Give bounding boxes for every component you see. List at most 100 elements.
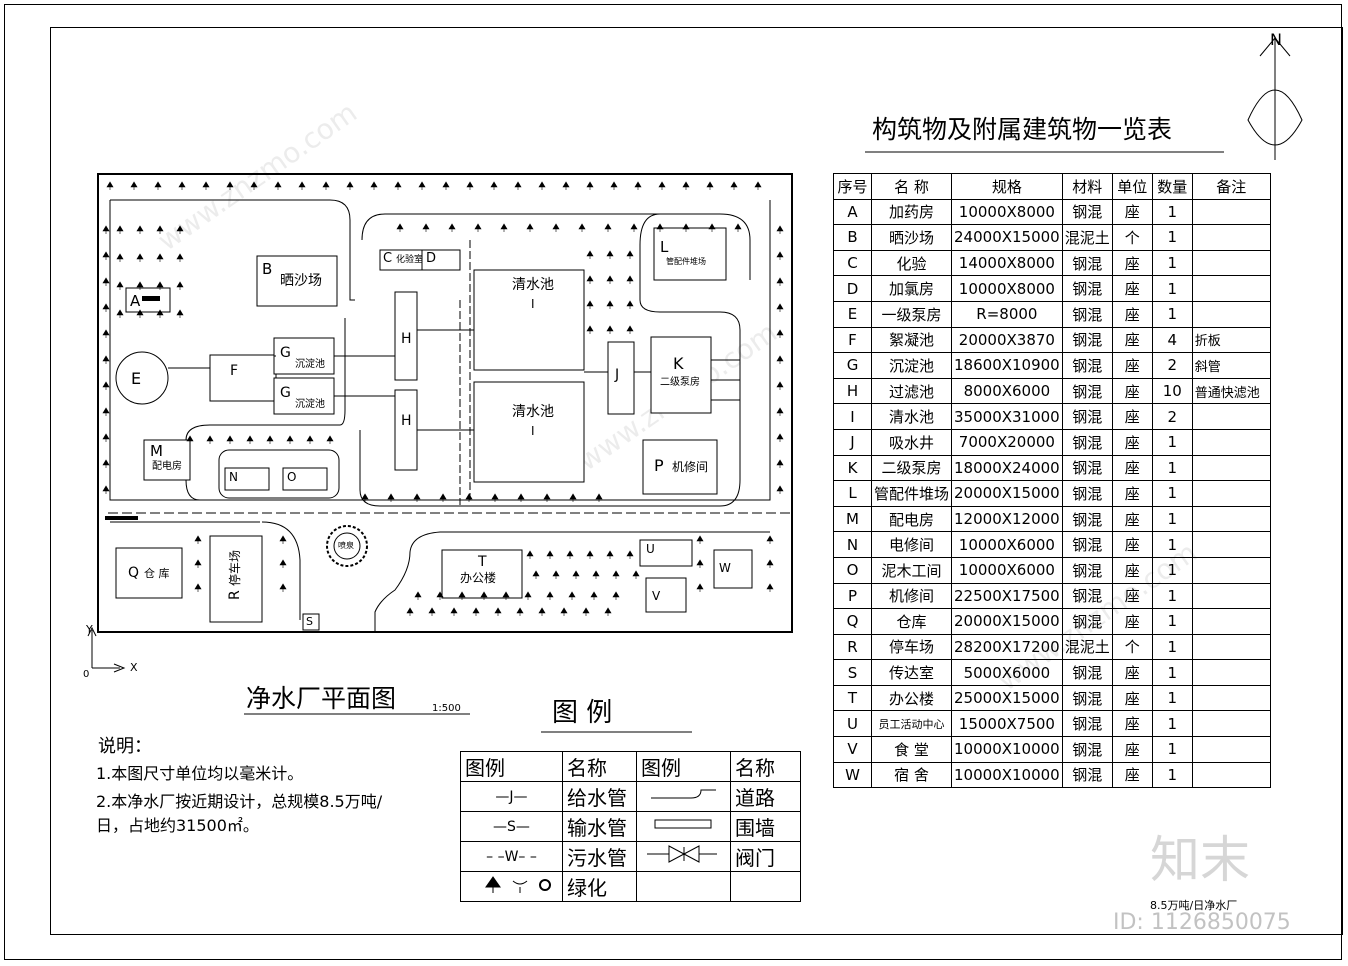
- label-C: C: [383, 251, 393, 266]
- building-V: [645, 577, 687, 613]
- tree-icon: [266, 435, 274, 444]
- tree-icon: [361, 493, 369, 502]
- tree-icon: [480, 591, 488, 600]
- table-cell: [1191, 531, 1271, 558]
- table-cell: K: [833, 454, 872, 482]
- table-cell: 10000X6000: [951, 531, 1063, 558]
- building-R: [209, 535, 263, 623]
- table-cell: [1191, 608, 1271, 635]
- tree-icon: [491, 493, 499, 502]
- table-cell: L: [833, 480, 872, 507]
- road: [261, 521, 625, 632]
- table-cell: R: [833, 633, 872, 661]
- road: [359, 299, 741, 507]
- tree-icon: [606, 300, 614, 309]
- tree-icon: [176, 309, 184, 318]
- tree-icon: [562, 181, 570, 190]
- table-cell: 4: [1151, 326, 1193, 354]
- name-Q: 仓 库: [144, 567, 170, 580]
- legend-symbol-valve: [636, 841, 731, 872]
- tree-icon: [586, 275, 594, 284]
- tree-icon: [436, 591, 444, 600]
- tree-icon: [116, 253, 124, 262]
- tree-icon: [279, 535, 287, 544]
- tree-icon: [696, 559, 704, 568]
- table-cell: [1191, 633, 1271, 661]
- tree-icon: [766, 559, 774, 568]
- table-cell: S: [833, 659, 872, 686]
- table-cell: G: [833, 352, 872, 379]
- table-cell: 1: [1151, 684, 1193, 712]
- tree-icon: [176, 281, 184, 290]
- table-cell: 1: [1151, 736, 1193, 763]
- table-cell: 混泥土: [1061, 633, 1113, 661]
- coordinate-axes: [91, 630, 120, 669]
- tree-icon: [102, 277, 110, 286]
- label-E: E: [131, 369, 142, 388]
- legend-symbol-sewage: – –W– –: [460, 841, 563, 872]
- tree-icon: [604, 607, 612, 616]
- tree-icon: [472, 607, 480, 616]
- table-cell: 座: [1111, 710, 1153, 738]
- tree-icon: [592, 570, 600, 579]
- tree-icon: [226, 181, 234, 190]
- name-fountain: 喷泉: [338, 541, 354, 550]
- table-cell: 35000X31000: [951, 403, 1063, 430]
- table-title: 构筑物及附属建筑物一览表: [872, 115, 1173, 144]
- table-cell: 食 堂: [870, 736, 953, 763]
- tree-icon: [776, 225, 784, 234]
- name-R: 停车场: [228, 549, 242, 586]
- table-cell: 5000X6000: [951, 659, 1063, 686]
- tree-icon: [532, 570, 540, 579]
- label-W: W: [719, 561, 731, 575]
- table-cell: 座: [1111, 300, 1153, 328]
- label-G1: G: [280, 345, 291, 361]
- table-cell: 钢混: [1061, 198, 1113, 226]
- table-cell: 1: [1151, 659, 1193, 686]
- building-N: [224, 467, 270, 491]
- road: [110, 199, 751, 301]
- name-K: 二级泵房: [660, 377, 700, 388]
- tree-icon: [102, 381, 110, 390]
- tree-icon: [706, 181, 714, 190]
- name-B: 晒沙场: [280, 273, 322, 289]
- table-cell: E: [833, 300, 872, 328]
- legend-symbol-green: [460, 871, 563, 902]
- tree-icon: [102, 355, 110, 364]
- tree-icon: [130, 181, 138, 190]
- table-cell: [1191, 428, 1271, 456]
- building-F: [209, 354, 277, 402]
- tree-icon: [776, 485, 784, 494]
- tree-icon: [136, 225, 144, 234]
- table-cell: 座: [1111, 480, 1153, 507]
- tree-icon: [612, 591, 620, 600]
- tree-icon: [206, 435, 214, 444]
- tree-icon: [514, 181, 522, 190]
- tree-icon: [606, 275, 614, 284]
- table-cell: J: [833, 428, 872, 456]
- table-cell: 1: [1151, 531, 1193, 558]
- tree-icon: [136, 309, 144, 318]
- tree-icon: [560, 607, 568, 616]
- tree-icon: [572, 570, 580, 579]
- table-cell: 1: [1151, 428, 1193, 456]
- legend-header: 图例: [636, 751, 731, 782]
- table-cell: 座: [1111, 761, 1153, 789]
- table-cell: 2: [1151, 403, 1193, 430]
- label-U: U: [646, 542, 655, 556]
- tree-icon: [658, 181, 666, 190]
- table-cell: 钢混: [1061, 582, 1113, 610]
- building-L: [653, 227, 727, 281]
- label-Q: Q: [128, 565, 140, 581]
- label-B: B: [262, 260, 273, 278]
- building-J: [607, 341, 635, 415]
- tree-markers: [102, 181, 784, 616]
- table-cell: 8000X6000: [951, 377, 1063, 405]
- table-cell: 钢混: [1061, 480, 1113, 507]
- tree-icon: [776, 303, 784, 312]
- tree-icon: [178, 181, 186, 190]
- tree-icon: [516, 607, 524, 616]
- table-cell: 18000X24000: [951, 454, 1063, 482]
